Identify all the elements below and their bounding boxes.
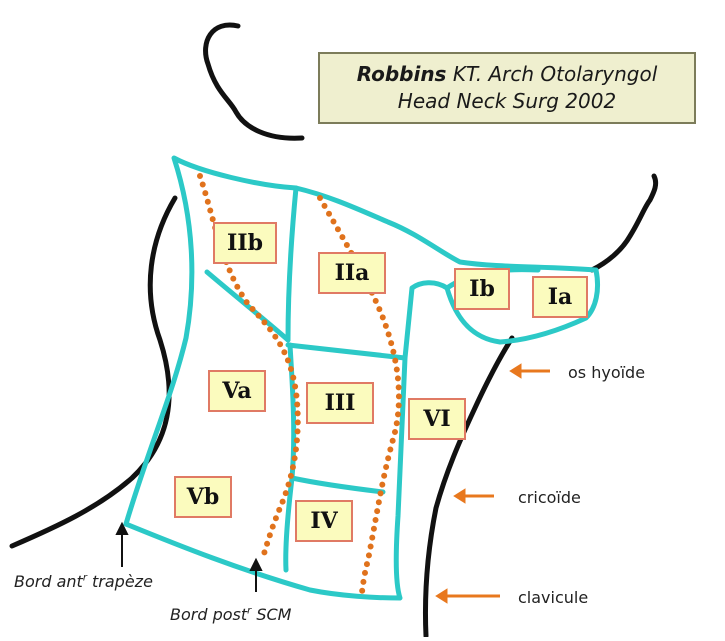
reference-citation: Robbins KT. Arch Otolaryngol Head Neck S… xyxy=(318,52,696,124)
level-ia-label: Ia xyxy=(532,276,588,318)
reference-line-2: Head Neck Surg 2002 xyxy=(398,88,616,115)
line-iv-top xyxy=(292,478,383,492)
reference-line-1: Robbins KT. Arch Otolaryngol xyxy=(357,61,658,88)
anterior-neck-outline xyxy=(425,338,512,636)
landmark-cricoid: cricoïde xyxy=(518,488,581,507)
level-iia-label: IIa xyxy=(318,252,386,294)
level-va-label: Va xyxy=(208,370,266,412)
landmark-hyoid: os hyoïde xyxy=(568,363,645,382)
posterior-neck-outline xyxy=(12,198,175,546)
line-iia-vertical xyxy=(288,188,296,340)
scm-border-text: Bord post xyxy=(170,605,247,624)
trapeze-border-label: Bord antr trapèze xyxy=(14,572,153,591)
scm-border-label: Bord postr SCM xyxy=(170,605,291,624)
chin-outline xyxy=(592,176,656,270)
level-iv-label: IV xyxy=(295,500,353,542)
reference-author: Robbins xyxy=(357,62,447,86)
scm-border-tail: SCM xyxy=(251,605,291,624)
line-hyoid xyxy=(288,345,405,358)
trapeze-border-text: Bord ant xyxy=(14,572,83,591)
level-vi-label: VI xyxy=(408,398,466,440)
ear-outline xyxy=(206,25,302,138)
level-vb-label: Vb xyxy=(174,476,232,518)
line-ii-v xyxy=(207,272,288,340)
level-iib-label: IIb xyxy=(213,222,277,264)
reference-journal: KT. Arch Otolaryngol xyxy=(446,62,657,86)
landmark-clavicle: clavicule xyxy=(518,588,588,607)
outer-boundary xyxy=(126,158,598,598)
trapeze-border-tail: trapèze xyxy=(87,572,153,591)
level-iii-label: III xyxy=(306,382,374,424)
level-ib-label: Ib xyxy=(454,268,510,310)
